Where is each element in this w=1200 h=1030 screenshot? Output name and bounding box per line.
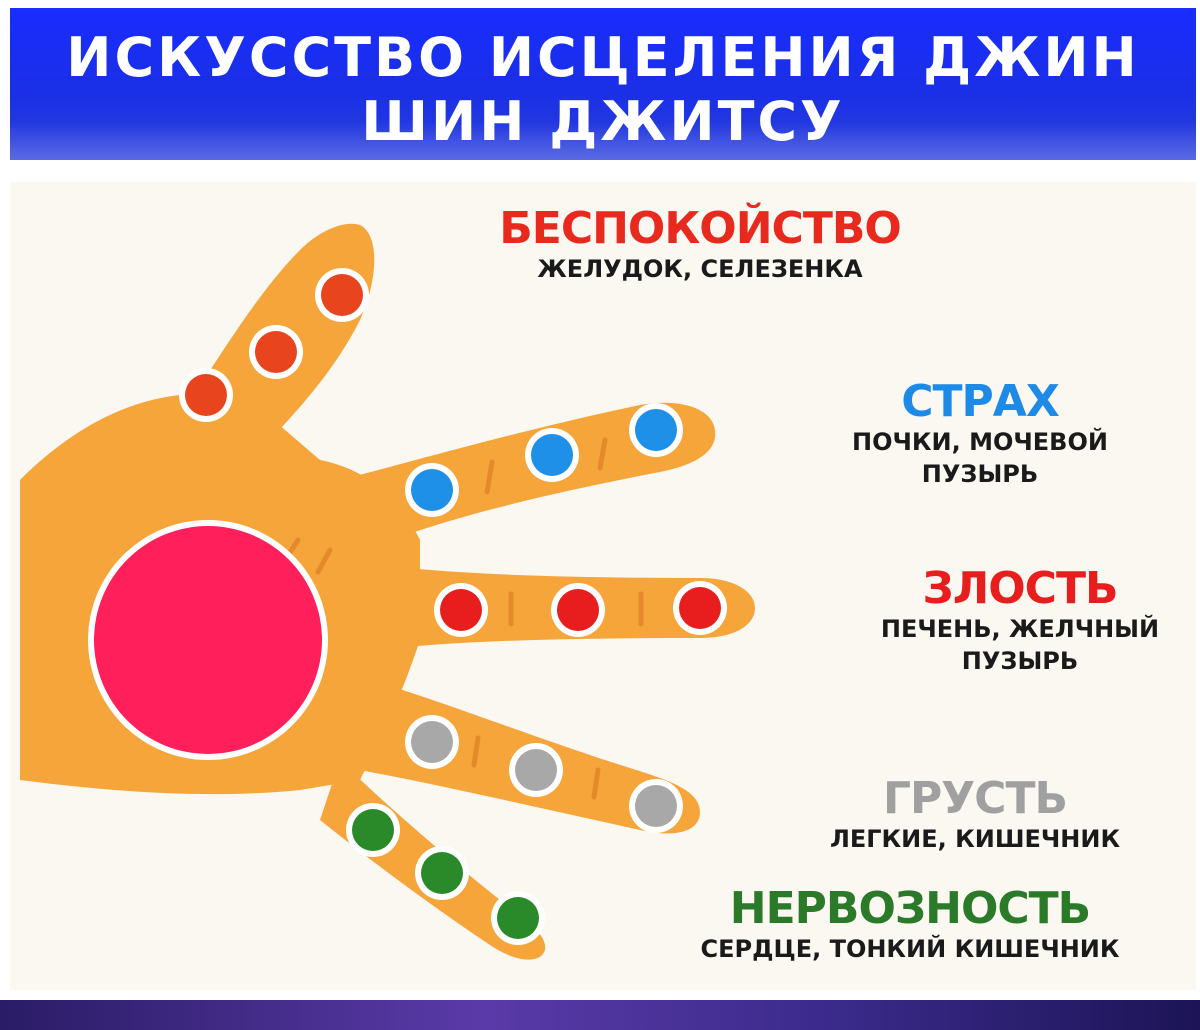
label-sadness: ГРУСТЬ ЛЕГКИЕ, КИШЕЧНИК	[790, 775, 1160, 855]
point-worry-1	[321, 274, 363, 316]
emotion-nervousness: НЕРВОЗНОСТЬ	[729, 883, 1091, 934]
organs-anger-1: ПЕЧЕНЬ, ЖЕЛЧНЫЙ	[880, 615, 1160, 643]
point-nervousness-2	[421, 852, 463, 894]
crease-mark	[471, 735, 481, 768]
finger-points	[179, 268, 727, 945]
emotion-sadness: ГРУСТЬ	[882, 773, 1068, 824]
bottom-bar	[0, 1000, 1200, 1030]
organs-fear-1: ПОЧКИ, МОЧЕВОЙ	[852, 428, 1108, 456]
title-banner: ИСКУССТВО ИСЦЕЛЕНИЯ ДЖИН ШИН ДЖИТСУ	[10, 8, 1196, 160]
organs-anger-2: ПУЗЫРЬ	[961, 647, 1079, 675]
point-worry-3	[185, 374, 227, 416]
point-worry-2	[255, 331, 297, 373]
label-fear: СТРАХ ПОЧКИ, МОЧЕВОЙ ПУЗЫРЬ	[820, 378, 1140, 490]
title-line-1: ИСКУССТВО ИСЦЕЛЕНИЯ ДЖИН	[66, 26, 1140, 89]
crease-mark	[597, 437, 608, 471]
label-worry: БЕСПОКОЙСТВО ЖЕЛУДОК, СЕЛЕЗЕНКА	[470, 205, 930, 285]
emotion-anger: ЗЛОСТЬ	[922, 563, 1118, 614]
point-nervousness-1	[352, 809, 394, 851]
banner-glow	[10, 122, 1196, 160]
point-fear-3	[411, 469, 453, 511]
organs-fear-2: ПУЗЫРЬ	[921, 460, 1039, 488]
label-anger: ЗЛОСТЬ ПЕЧЕНЬ, ЖЕЛЧНЫЙ ПУЗЫРЬ	[850, 565, 1190, 677]
point-fear-2	[531, 434, 573, 476]
emotion-worry: БЕСПОКОЙСТВО	[499, 203, 902, 254]
point-fear-1	[635, 409, 677, 451]
point-nervousness-3	[497, 897, 539, 939]
title-line-2: ШИН ДЖИТСУ	[361, 90, 845, 153]
point-anger-2	[557, 589, 599, 631]
organs-worry: ЖЕЛУДОК, СЕЛЕЗЕНКА	[537, 255, 863, 283]
point-sadness-2	[515, 749, 557, 791]
page-title: ИСКУССТВО ИСЦЕЛЕНИЯ ДЖИН ШИН ДЖИТСУ	[10, 26, 1196, 154]
crease-mark	[484, 459, 495, 495]
point-sadness-3	[635, 785, 677, 827]
palm-point-fill	[94, 526, 322, 754]
label-nervousness: НЕРВОЗНОСТЬ СЕРДЦЕ, ТОНКИЙ КИШЕЧНИК	[660, 885, 1160, 965]
emotion-fear: СТРАХ	[901, 376, 1060, 427]
point-anger-3	[440, 589, 482, 631]
crease-mark	[315, 547, 333, 575]
finger-creases	[282, 437, 644, 800]
point-anger-1	[679, 587, 721, 629]
organs-nervousness: СЕРДЦЕ, ТОНКИЙ КИШЕЧНИК	[700, 935, 1120, 963]
crease-mark	[591, 767, 601, 800]
point-sadness-1	[411, 721, 453, 763]
organs-sadness: ЛЕГКИЕ, КИШЕЧНИК	[829, 825, 1121, 853]
